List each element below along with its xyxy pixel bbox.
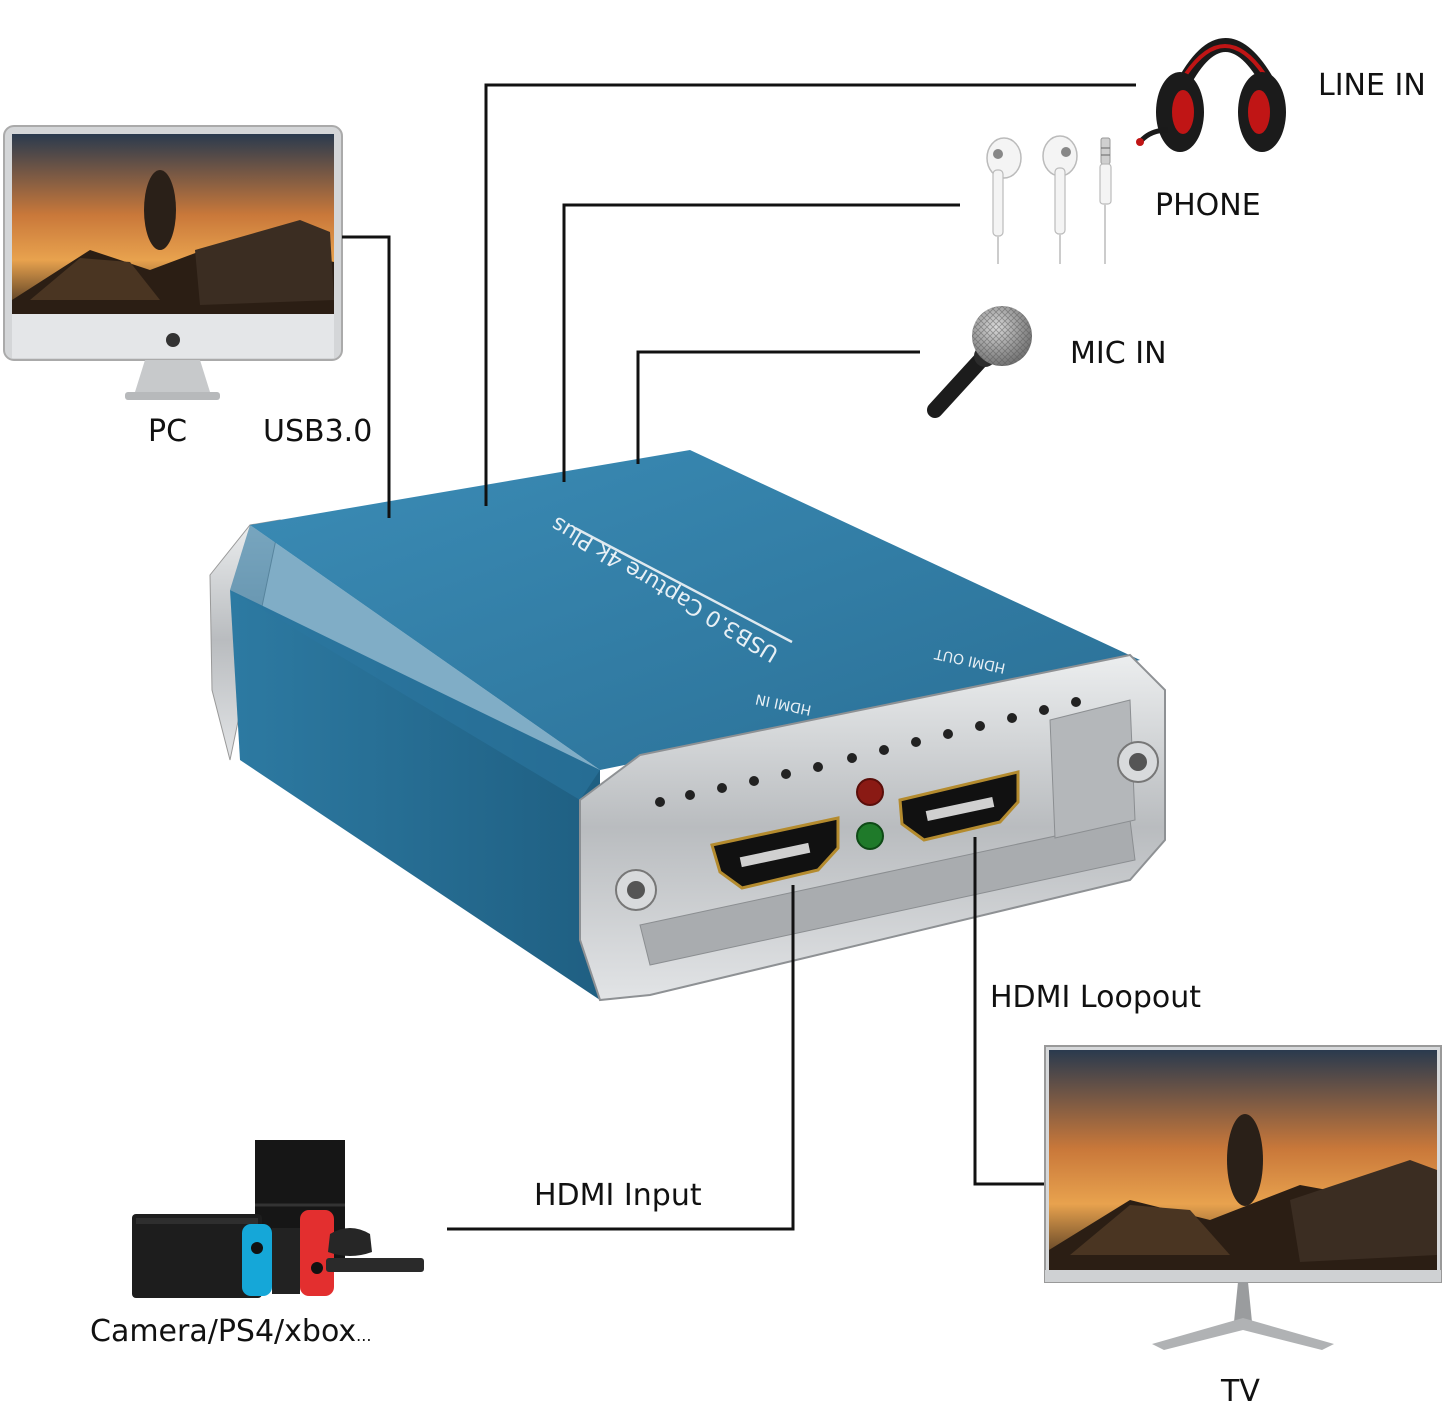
usb-wire	[342, 235, 391, 518]
mic-in-label: MIC IN	[1070, 336, 1167, 371]
red-led	[856, 778, 884, 806]
earphones-image	[986, 135, 1112, 264]
consoles-image	[132, 1140, 424, 1298]
sources-ellipsis: ...	[356, 1326, 372, 1345]
tv-label: TV	[1221, 1374, 1260, 1409]
pc-label: PC	[148, 414, 188, 449]
capture-device-image: USB3.0 Capture 4k Plus HDMI IN HDMI OUT	[209, 450, 1166, 1002]
connection-wires	[342, 83, 1136, 1231]
line-in-wire	[484, 83, 1136, 506]
hdmi-out-port	[898, 770, 1020, 842]
hdmi-input-wire	[447, 885, 795, 1231]
hdmi-input-label: HDMI Input	[534, 1178, 702, 1213]
mic-wire	[636, 350, 920, 464]
tv-image	[1044, 1045, 1442, 1350]
line-in-label: LINE IN	[1318, 68, 1426, 103]
hdmi-in-port	[710, 816, 840, 890]
vent-holes	[655, 697, 1081, 807]
microphone-image	[927, 306, 1032, 418]
usb-label: USB3.0	[263, 414, 373, 449]
hdmi-loopout-wire	[973, 837, 1046, 1186]
phone-label: PHONE	[1155, 188, 1261, 223]
hdmi-loopout-label: HDMI Loopout	[990, 980, 1201, 1015]
sources-label: Camera/PS4/xbox...	[90, 1314, 371, 1349]
sources-text: Camera/PS4/xbox	[90, 1314, 357, 1349]
green-led	[856, 822, 884, 850]
pc-monitor-image	[3, 125, 343, 400]
headset-image	[1136, 38, 1286, 152]
phone-wire	[562, 203, 960, 482]
